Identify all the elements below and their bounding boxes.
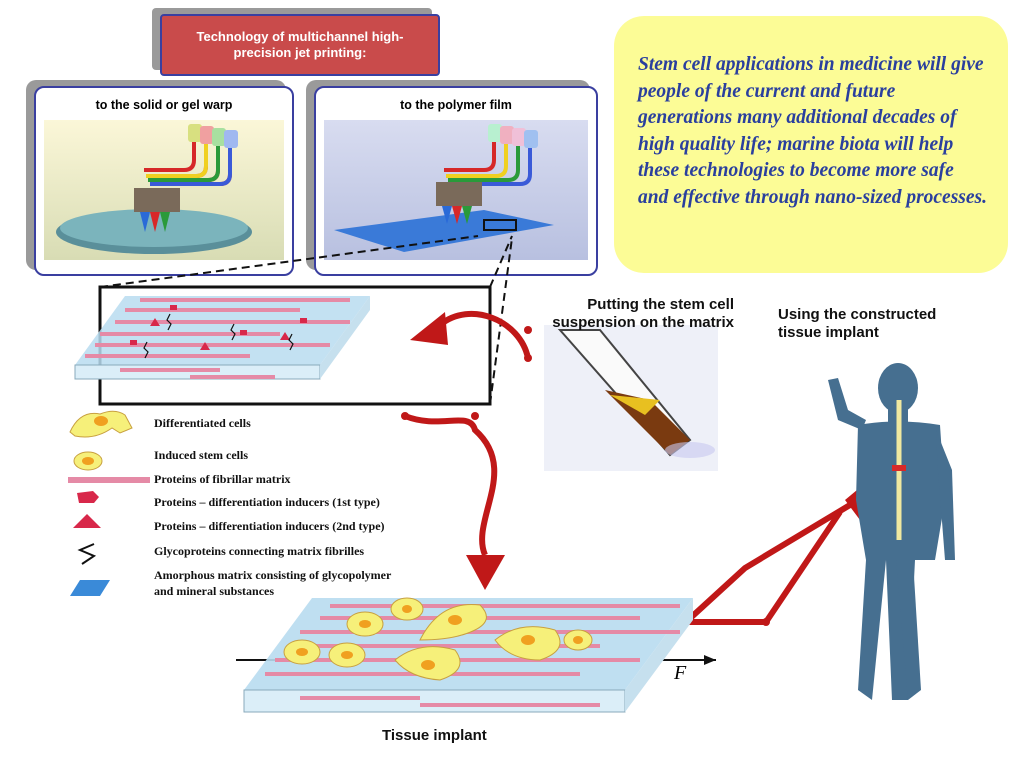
panel-polymer-film-label: to the polymer film — [400, 98, 512, 112]
spine-icon — [892, 400, 906, 540]
panel-gel-warp-label: to the solid or gel warp — [95, 98, 233, 112]
panel-gel-warp: to the solid or gel warp — [34, 86, 294, 276]
force-label: F — [674, 662, 687, 684]
quote-text: Stem cell applications in medicine will … — [638, 54, 988, 208]
legend-differentiated-cells: Differentiated cells — [154, 416, 251, 430]
inducer-2-icon — [73, 514, 101, 528]
zoom-line-top — [99, 235, 479, 288]
printer-film-illustration — [324, 120, 588, 260]
tissue-implant-label: Tissue implant — [382, 727, 487, 744]
legend-fibrillar-proteins: Proteins of fibrillar matrix — [154, 472, 291, 486]
arrow-to-implant — [401, 412, 505, 590]
legend-inducers-type2: Proteins – differentiation inducers (2nd… — [154, 519, 385, 533]
suspension-label: Putting the stem cell suspension on the … — [552, 296, 734, 331]
glycoprotein-icon — [77, 543, 97, 565]
inducer-1-icon — [77, 491, 99, 503]
matrix-slab — [74, 296, 370, 380]
legend-amorphous-matrix-2: and mineral substances — [154, 584, 275, 598]
technology-title: Technology of multichannel high-precisio… — [160, 14, 440, 76]
human-body-figure — [828, 363, 955, 700]
panel-polymer-film: to the polymer film — [314, 86, 598, 276]
tissue-implant-slab — [236, 597, 716, 713]
legend-glycoproteins: Glycoproteins connecting matrix fibrille… — [154, 544, 365, 558]
legend-inducers-type1: Proteins – differentiation inducers (1st… — [154, 495, 380, 509]
legend-icons — [68, 410, 150, 596]
printer-gel-illustration — [44, 120, 284, 260]
legend-induced-stem-cells: Induced stem cells — [154, 448, 248, 462]
implant-use-label: Using the constructed tissue implant — [778, 306, 937, 341]
test-tube-illustration — [544, 325, 718, 471]
arrow-to-body — [682, 475, 875, 626]
technology-title-text: Technology of multichannel high-precisio… — [196, 29, 404, 60]
quote-box — [614, 16, 1008, 273]
legend-amorphous-matrix: Amorphous matrix consisting of glycopoly… — [154, 568, 392, 582]
fibril-icon — [68, 477, 150, 483]
zoom-line-right — [489, 235, 513, 288]
arrow-to-matrix — [410, 311, 532, 362]
amorphous-matrix-icon — [70, 580, 110, 596]
